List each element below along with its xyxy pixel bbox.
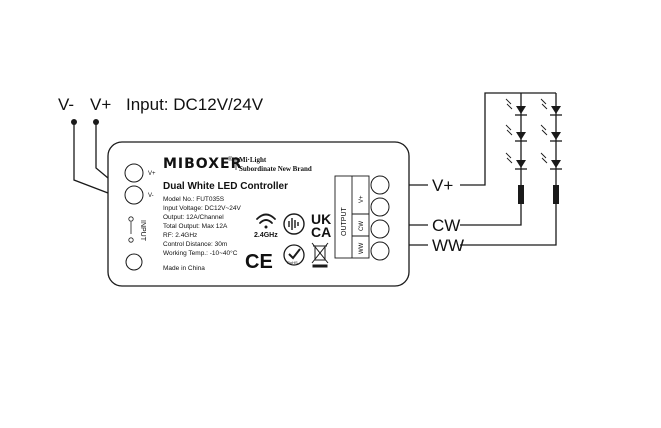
- ukca-mark-bottom: CA: [311, 224, 331, 240]
- wire-out-ww: [460, 204, 557, 246]
- led-diode-icon: [540, 152, 562, 170]
- led-diode-icon: [540, 98, 562, 116]
- spec-list: Model No.: FUT035S Input Voltage: DC12V~…: [163, 196, 242, 257]
- brand-logo: MIBOXER: [163, 156, 242, 172]
- dc-polarity-icon: [128, 216, 134, 243]
- label-out-ww: WW: [432, 236, 464, 255]
- wire-end-v-minus: [71, 119, 77, 125]
- led-diode-icon: [540, 124, 562, 142]
- made-in-label: Made in China: [163, 265, 205, 272]
- wire-out-v-plus: [460, 92, 556, 186]
- input-button: [125, 253, 143, 271]
- label-v-minus: V-: [58, 95, 74, 114]
- spec-line: Control Distance: 30m: [163, 241, 227, 248]
- subbrand-tagline: Subordinate New Brand: [239, 165, 312, 173]
- spec-line: Total Output: Max 12A: [163, 223, 228, 230]
- resistor-ww: [553, 185, 559, 204]
- ce-mark: CE: [245, 251, 273, 273]
- input-label: INPUT: [139, 220, 146, 242]
- output-terminal-ww: [370, 219, 390, 239]
- rohs-label: RoHS: [287, 260, 298, 265]
- voice-control-icon: [283, 213, 305, 235]
- controller-body: [107, 141, 410, 287]
- output-terminal-extra: [370, 241, 390, 261]
- output-terminal-block: OUTPUT V+ CW WW: [334, 175, 370, 259]
- spec-line: Working Temp.: -10~40°C: [163, 249, 238, 257]
- output-label: OUTPUT: [341, 207, 348, 237]
- subbrand-name: Mi·Light: [239, 156, 267, 164]
- input-wires: [73, 122, 109, 194]
- label-v-plus: V+: [90, 95, 111, 114]
- wifi-icon: [256, 213, 276, 229]
- output-block-label-cw: CW: [359, 221, 365, 231]
- rohs-check-icon: [283, 244, 305, 266]
- led-diode-icon: [505, 98, 527, 116]
- label-out-v-plus: V+: [432, 176, 453, 195]
- rf-label: 2.4GHz: [254, 232, 278, 239]
- weee-bin-icon: [311, 242, 329, 268]
- wire-v-minus: [73, 122, 109, 194]
- product-title: Dual White LED Controller: [163, 181, 288, 192]
- output-block-label-ww: WW: [359, 242, 365, 254]
- wire-v-plus: [95, 122, 109, 179]
- label-out-cw: CW: [432, 216, 460, 235]
- wire-end-v-plus: [93, 119, 99, 125]
- input-terminal-v-minus: [124, 185, 144, 205]
- resistor-cw: [518, 185, 524, 204]
- wire-out-cw: [460, 204, 522, 226]
- output-terminal-v-plus: [370, 175, 390, 195]
- spec-line: Output: 12A/Channel: [163, 214, 224, 221]
- input-terminal-label-v-plus: V+: [148, 171, 156, 177]
- label-input-voltage: Input: DC12V/24V: [126, 95, 264, 114]
- ukca-mark-top: UK: [311, 211, 331, 227]
- brand-registered-mark: ®: [228, 156, 233, 163]
- input-terminal-v-plus: [124, 163, 144, 183]
- output-block-label-v-plus: V+: [359, 195, 365, 203]
- output-terminal-cw: [370, 197, 390, 217]
- led-diode-icon: [505, 152, 527, 170]
- spec-line: Model No.: FUT035S: [163, 196, 225, 203]
- spec-line: RF: 2.4GHz: [163, 232, 197, 239]
- spec-line: Input Voltage: DC12V~24V: [163, 205, 242, 212]
- led-diode-icon: [505, 124, 527, 142]
- input-terminal-label-v-minus: V-: [148, 193, 154, 199]
